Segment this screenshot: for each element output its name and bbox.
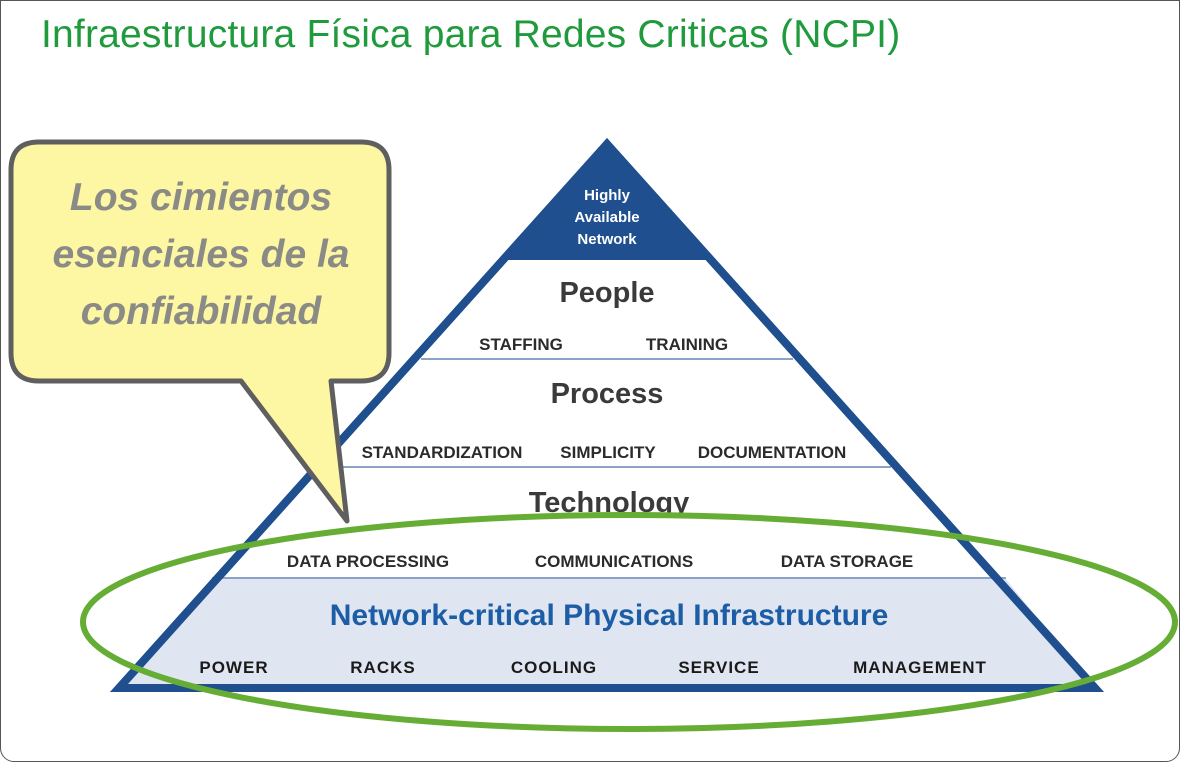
ncpi-item-management: MANAGEMENT — [853, 658, 987, 677]
ncpi-band — [123, 579, 1091, 685]
callout-text: Los cimientos esenciales de la confiabil… — [17, 169, 385, 340]
process-title: Process — [551, 378, 664, 410]
apex-line-2: Available — [574, 209, 639, 226]
apex-line-3: Network — [577, 231, 637, 248]
pyramid-apex — [501, 144, 713, 260]
technology-item-data-storage: DATA STORAGE — [781, 552, 914, 571]
technology-item-data-processing: DATA PROCESSING — [287, 552, 449, 571]
apex-line-1: Highly — [584, 187, 630, 204]
callout-line-2: esenciales de la — [52, 233, 350, 276]
callout-line-1: Los cimientos — [69, 176, 333, 219]
callout-bubble — [8, 139, 392, 524]
people-title: People — [559, 277, 654, 309]
people-item-training: TRAINING — [646, 335, 728, 354]
process-item-simplicity: SIMPLICITY — [560, 443, 656, 462]
ncpi-item-service: SERVICE — [678, 658, 759, 677]
ncpi-item-racks: RACKS — [350, 658, 415, 677]
process-item-standardization: STANDARDIZATION — [362, 443, 523, 462]
ncpi-item-cooling: COOLING — [511, 658, 597, 677]
technology-item-communications: COMMUNICATIONS — [535, 552, 693, 571]
highlight-ellipse — [80, 512, 1178, 732]
callout-line-3: confiabilidad — [80, 290, 322, 333]
process-item-documentation: DOCUMENTATION — [698, 443, 847, 462]
ncpi-title: Network-critical Physical Infrastructure — [330, 599, 889, 632]
ncpi-item-power: POWER — [199, 658, 268, 677]
people-item-staffing: STAFFING — [479, 335, 563, 354]
slide-title: Infraestructura Física para Redes Critic… — [41, 13, 901, 56]
